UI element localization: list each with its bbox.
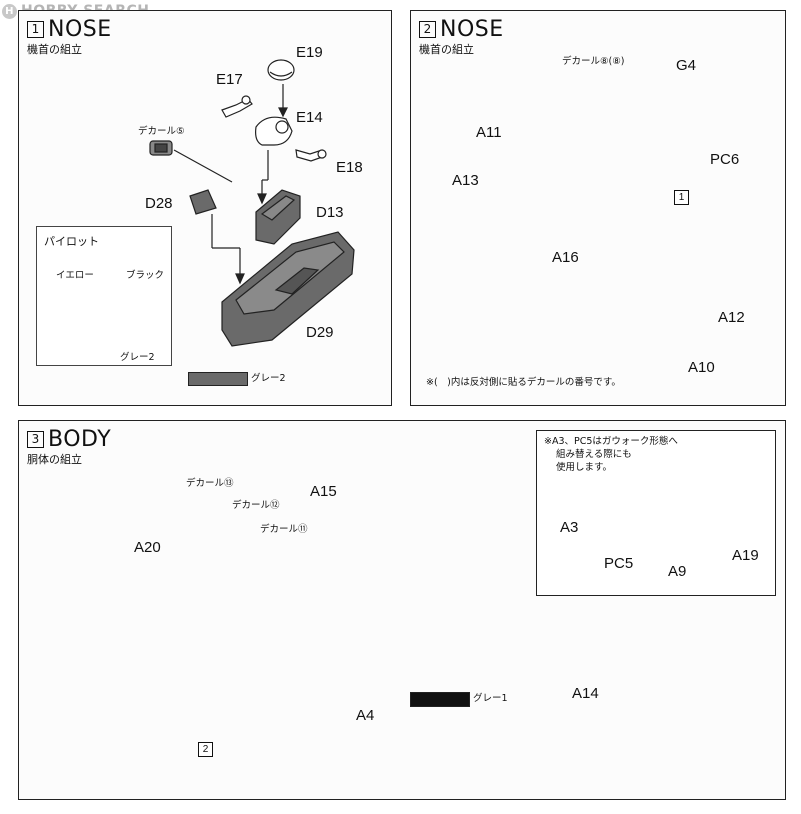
pilot-gray2-label: グレー2 <box>120 352 155 363</box>
label-decal5: デカール⑤ <box>138 126 185 137</box>
label-d13: D13 <box>316 204 344 221</box>
step2-note: ※( )内は反対側に貼るデカールの番号です。 <box>426 377 621 388</box>
pilot-box <box>36 226 172 366</box>
part-e19 <box>267 59 295 118</box>
gerwalk-note-line3: 使用します。 <box>556 462 613 473</box>
part-e18 <box>295 149 327 162</box>
label-d29: D29 <box>306 324 334 341</box>
ref-step1-box: 1 <box>674 190 689 205</box>
label-e18: E18 <box>336 159 363 176</box>
legend-gray2-swatch <box>188 372 248 386</box>
step2-panel: 2 NOSE 機首の組立 <box>410 10 786 406</box>
label-e14: E14 <box>296 109 323 126</box>
label-a16: A16 <box>552 249 579 266</box>
label-a4: A4 <box>356 707 375 724</box>
step1-number: 1 <box>27 21 44 38</box>
legend-gray1-label: グレー1 <box>473 693 508 704</box>
part-d28 <box>189 189 245 285</box>
label-a13: A13 <box>452 172 479 189</box>
step1-subtitle: 機首の組立 <box>27 43 82 56</box>
label-a12: A12 <box>718 309 745 326</box>
pilot-title: パイロット <box>44 235 99 248</box>
step2-number: 2 <box>419 21 436 38</box>
legend-gray2-label: グレー2 <box>251 373 286 384</box>
label-pc5: PC5 <box>604 555 634 572</box>
label-decal11: デカール⑪ <box>260 524 308 535</box>
pilot-yellow-label: イエロー <box>56 270 94 281</box>
label-a19: A19 <box>732 547 759 564</box>
legend-gray1-swatch <box>410 692 470 707</box>
label-e17: E17 <box>216 71 243 88</box>
step3-subtitle: 胴体の組立 <box>27 453 82 466</box>
step1-title: NOSE <box>48 17 112 42</box>
label-g4: G4 <box>676 57 697 74</box>
label-decal12: デカール⑫ <box>232 500 280 511</box>
label-pc6: PC6 <box>710 151 740 168</box>
part-e17 <box>221 95 253 118</box>
label-e19: E19 <box>296 44 323 61</box>
label-d28: D28 <box>145 195 173 212</box>
label-decal13: デカール⑬ <box>186 478 234 489</box>
step3-number: 3 <box>27 431 44 448</box>
pilot-black-label: ブラック <box>126 270 165 281</box>
label-a15: A15 <box>310 483 337 500</box>
step2-subtitle: 機首の組立 <box>419 43 474 56</box>
part-d13 <box>255 189 301 245</box>
ref-step2-box: 2 <box>198 742 213 757</box>
gerwalk-inset-box <box>536 430 776 596</box>
hobby-search-logo-icon: H <box>2 3 17 19</box>
label-a10: A10 <box>688 359 715 376</box>
label-decal8: デカール⑧(⑧) <box>562 56 625 67</box>
step2-title: NOSE <box>440 17 504 42</box>
gerwalk-note-line2: 組み替える際にも <box>556 449 632 460</box>
part-e14 <box>255 116 293 205</box>
label-a9: A9 <box>668 563 687 580</box>
label-a3: A3 <box>560 519 579 536</box>
label-a20: A20 <box>134 539 161 556</box>
step3-title: BODY <box>48 427 112 452</box>
label-a11: A11 <box>476 124 502 141</box>
decal5-part <box>149 140 233 183</box>
label-a14: A14 <box>572 685 599 702</box>
part-d29 <box>221 231 355 347</box>
gerwalk-note-line1: ※A3、PC5はガウォーク形態へ <box>544 436 678 447</box>
